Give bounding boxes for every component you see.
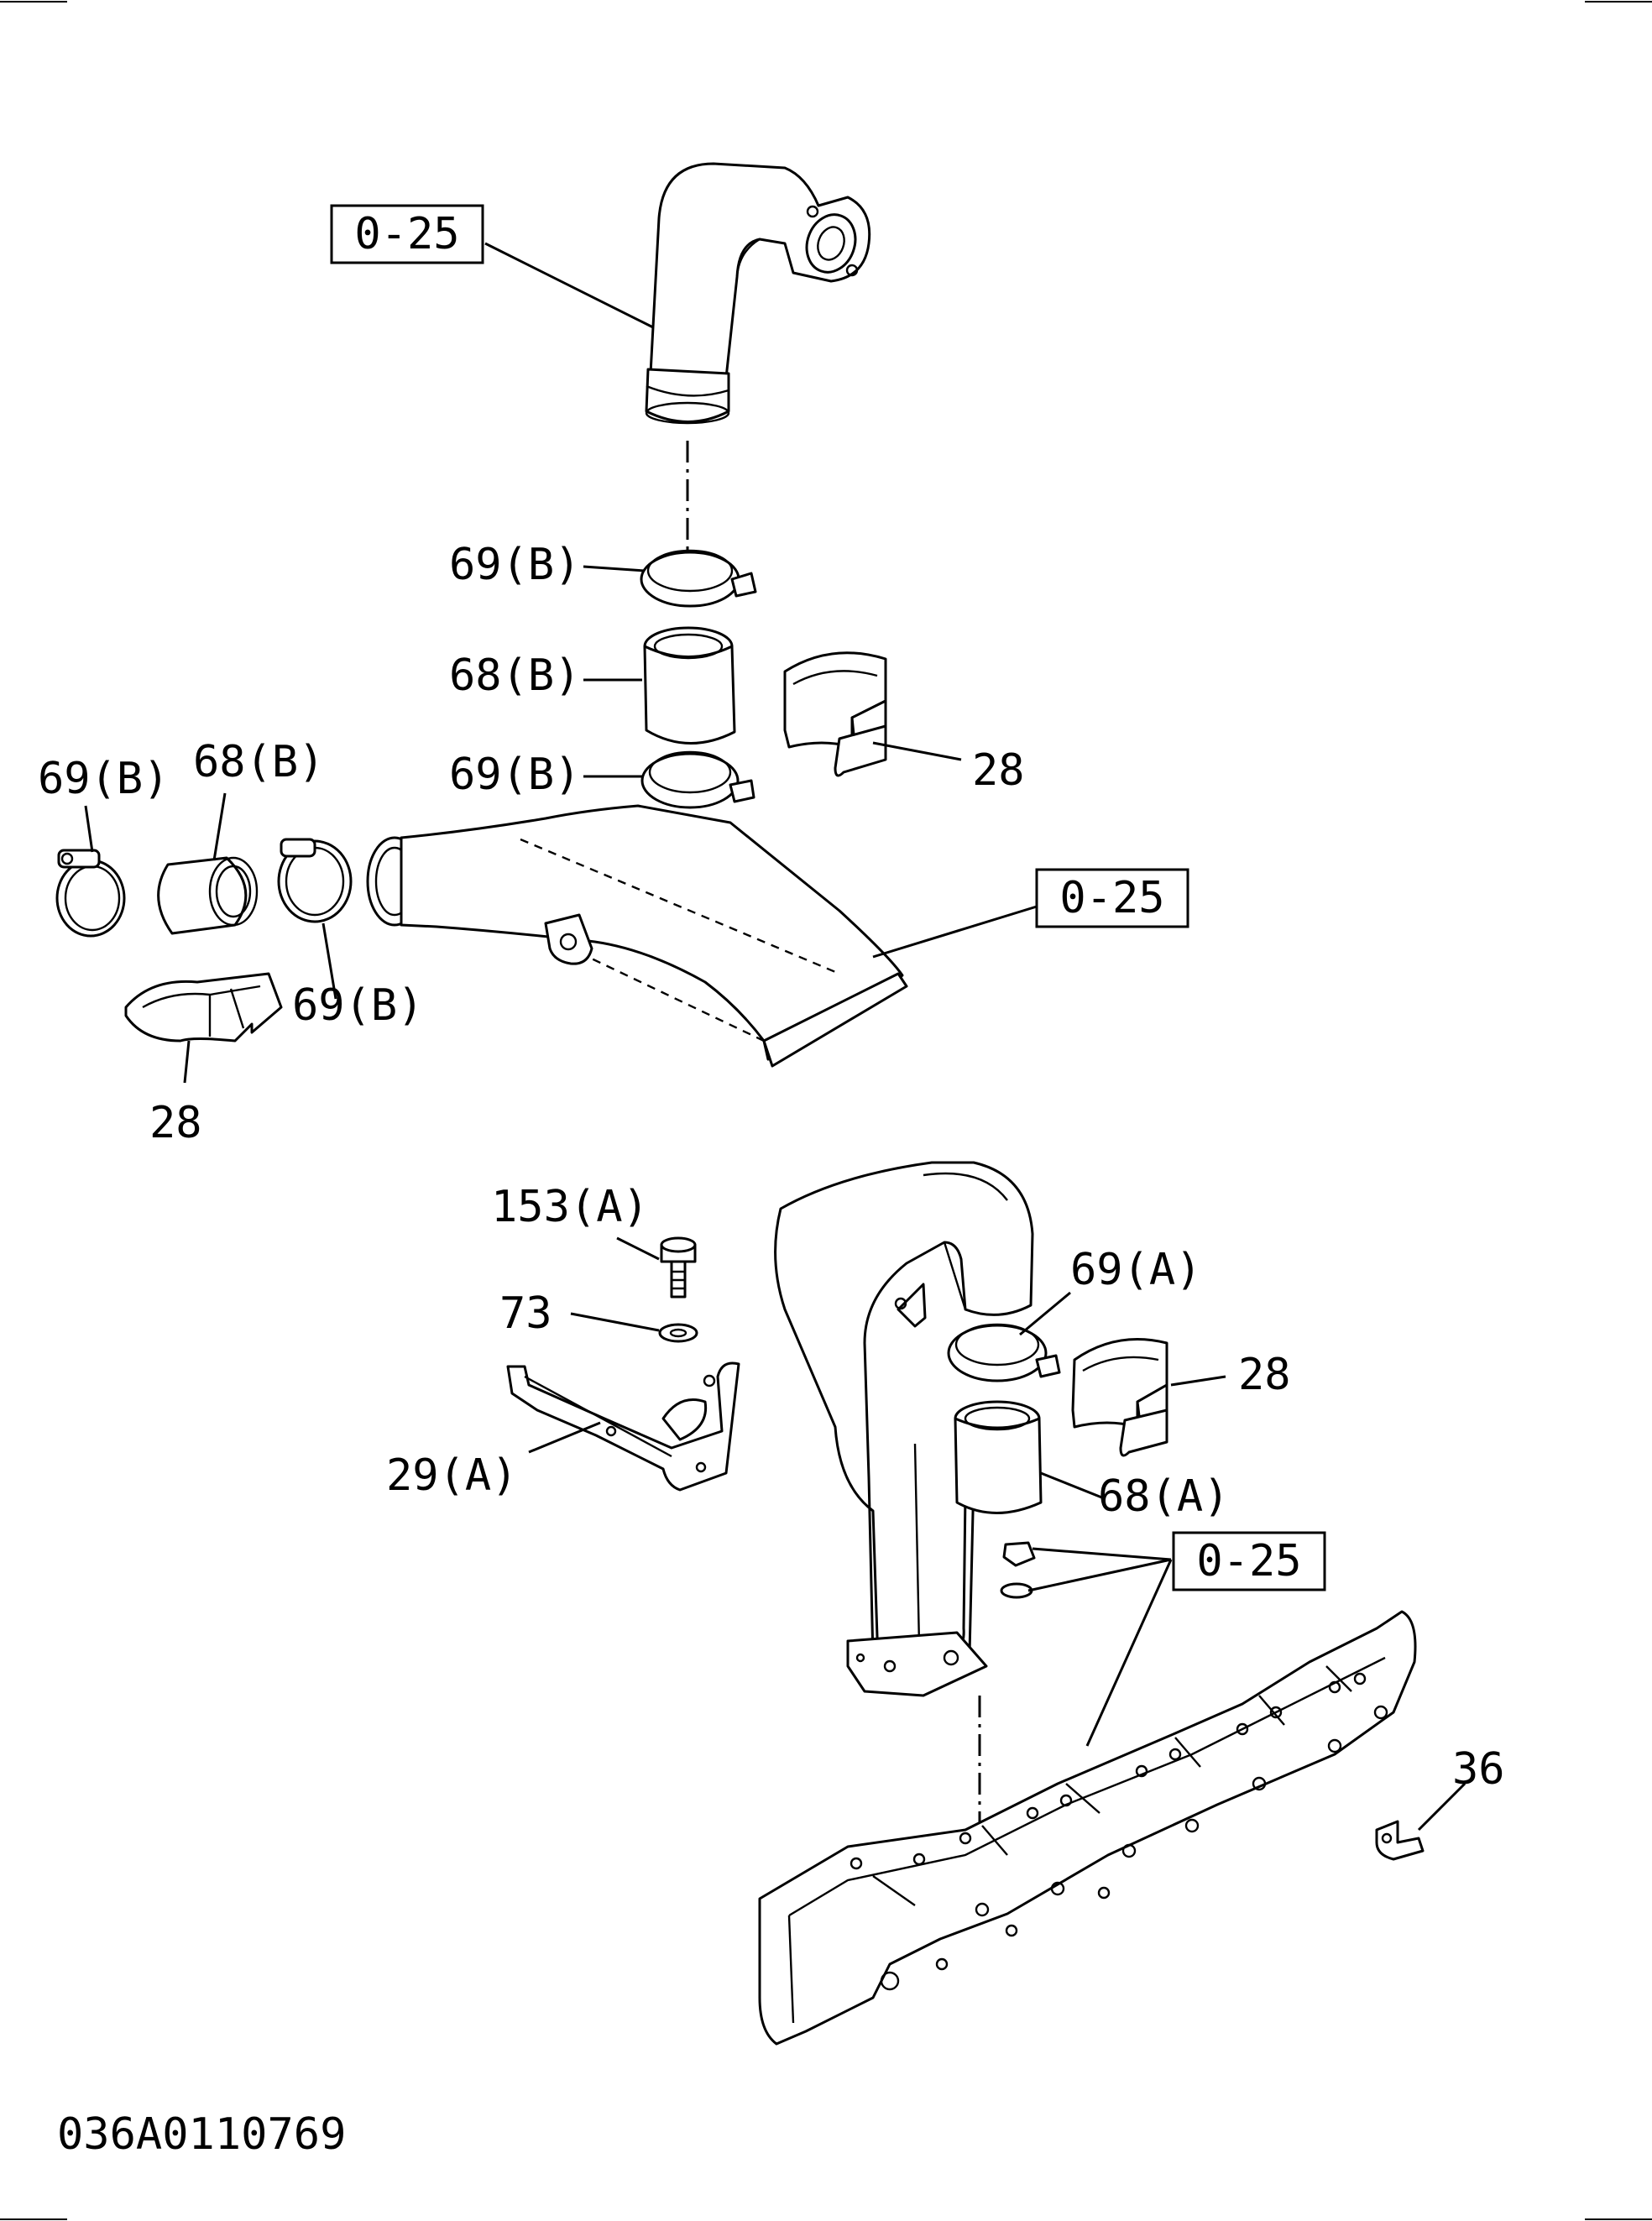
diagram-code: 036A0110769	[57, 2109, 346, 2160]
hose-clamp-b-mid	[640, 750, 755, 809]
callout-69b-left2: 69(B)	[292, 980, 424, 1031]
bolt-153a	[660, 1236, 697, 1299]
callout-68b-top: 68(B)	[449, 651, 581, 701]
ref-box-bottom: 0-25	[1172, 1531, 1326, 1591]
bracket-29a	[506, 1361, 740, 1492]
leader-lines	[84, 242, 1466, 1832]
hose-clamp-b-top	[640, 549, 757, 608]
callout-28-left: 28	[149, 1098, 202, 1148]
exhaust-manifold	[758, 1610, 1417, 2046]
callout-36: 36	[1452, 1744, 1505, 1795]
ref-box-bottom-text: 0-25	[1196, 1536, 1301, 1586]
hose-clamp-69a	[947, 1323, 1061, 1382]
callout-69b-left: 69(B)	[38, 754, 170, 804]
callout-69b-mid: 69(B)	[449, 750, 581, 800]
hose-68a	[954, 1400, 1043, 1514]
callout-28-bottom: 28	[1238, 1350, 1291, 1400]
callout-153a: 153(A)	[491, 1182, 649, 1232]
clip-36	[1375, 1820, 1425, 1861]
ref-box-top: 0-25	[330, 204, 484, 264]
intake-pipe-middle	[366, 804, 908, 1068]
heat-protector-28-left	[124, 972, 283, 1043]
washer-73	[658, 1323, 698, 1343]
ref-box-middle-text: 0-25	[1059, 873, 1164, 923]
hose-clamp-b-left2	[277, 838, 353, 923]
nut-and-washer	[1000, 1541, 1036, 1599]
ref-box-top-text: 0-25	[354, 209, 459, 259]
hose-b-left	[157, 856, 259, 935]
hose-b-top	[643, 626, 736, 745]
callout-73: 73	[499, 1288, 552, 1339]
ref-box-middle: 0-25	[1035, 868, 1189, 928]
hose-clamp-b-left	[55, 849, 126, 938]
callout-69b-top: 69(B)	[449, 540, 581, 590]
callout-69a: 69(A)	[1070, 1245, 1202, 1295]
callout-29a: 29(A)	[386, 1450, 518, 1501]
heat-protector-28-top	[783, 651, 887, 777]
callout-68b-left: 68(B)	[193, 737, 325, 787]
exhaust-pipe-lower	[774, 1161, 1034, 1697]
heat-protector-28-bottom	[1071, 1338, 1168, 1457]
callout-68a: 68(A)	[1098, 1471, 1230, 1522]
callout-28-top: 28	[972, 745, 1025, 796]
upper-elbow-pipe	[645, 162, 871, 425]
manifold-studs	[850, 1672, 1388, 1991]
